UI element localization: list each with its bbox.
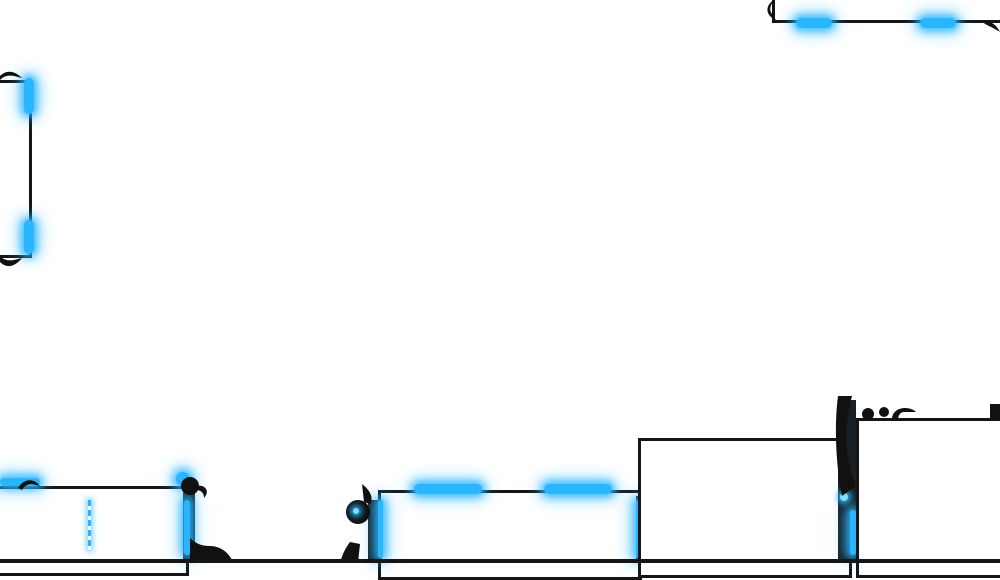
bottom-left-dashed-glow (88, 500, 91, 550)
bottom-center-left-pillar-glow (378, 500, 383, 558)
bottom-edge-strip (0, 559, 1000, 563)
ornament-claw-icon (0, 256, 22, 267)
bottom-left-pillar-glow (184, 500, 190, 555)
ornament-claw-icon (181, 477, 207, 498)
ornament-claw-icon (340, 484, 372, 563)
ornament-claw-icon (982, 21, 1000, 32)
bottom-right-pillar-glow (850, 510, 856, 555)
side-panel-glow-top (24, 78, 34, 114)
bottom-center-glow-right (544, 484, 612, 494)
spiked-crest-icon (862, 407, 916, 420)
spiked-crest-icon (990, 404, 1000, 420)
bottom-left-glow-corner (0, 478, 40, 486)
minimap-glow-right (920, 18, 956, 28)
bottom-center-panel-frame (378, 490, 642, 580)
corner-panel-frame (856, 418, 1000, 578)
bottom-center-glow-left (414, 484, 482, 494)
minimap-frame (772, 0, 1000, 23)
ornament-claw-icon (767, 0, 776, 20)
minimap-glow-left (796, 18, 832, 28)
glow-gem-icon (353, 508, 359, 514)
glow-gem-icon (840, 493, 848, 501)
bottom-right-panel-frame (638, 438, 852, 578)
ornament-claw-icon (18, 480, 40, 490)
ornament-claw-icon (190, 538, 242, 563)
side-panel-glow-bottom (24, 220, 34, 254)
spiked-crest-icon (835, 396, 856, 496)
ornament-claw-icon (0, 71, 22, 80)
